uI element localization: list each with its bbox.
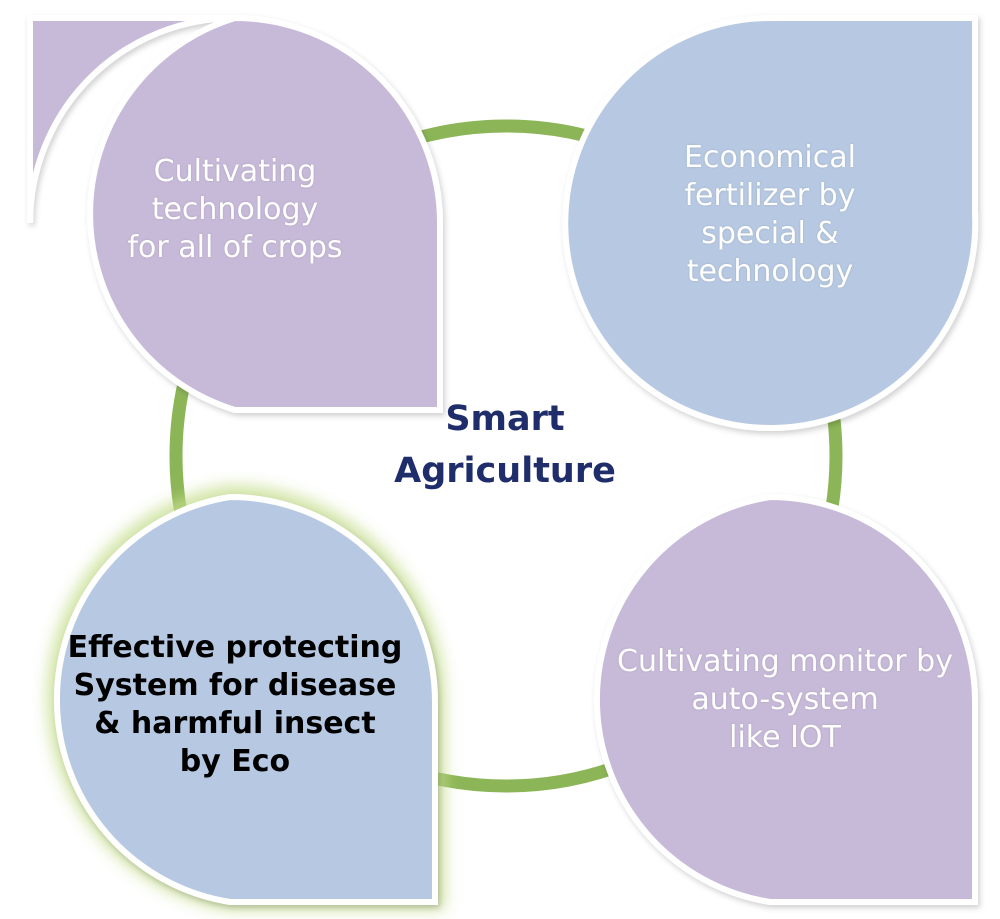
node-shape-top-right bbox=[562, 15, 979, 431]
center-title: Smart Agriculture bbox=[394, 399, 616, 491]
node-label-bottom-left: Effective protecting System for disease … bbox=[67, 630, 403, 779]
node-shape-bottom-right bbox=[594, 493, 978, 905]
node-label-top-right: Economical fertilizer by special & techn… bbox=[684, 140, 856, 289]
node-label-bottom-right: Cultivating monitor by auto-system like … bbox=[617, 644, 953, 755]
node-shape-top-left bbox=[27, 14, 443, 413]
node-shape-bottom-left bbox=[54, 493, 438, 905]
node-label-top-left: Cultivating technology for all of crops bbox=[127, 154, 343, 265]
connector-ring bbox=[169, 119, 843, 793]
